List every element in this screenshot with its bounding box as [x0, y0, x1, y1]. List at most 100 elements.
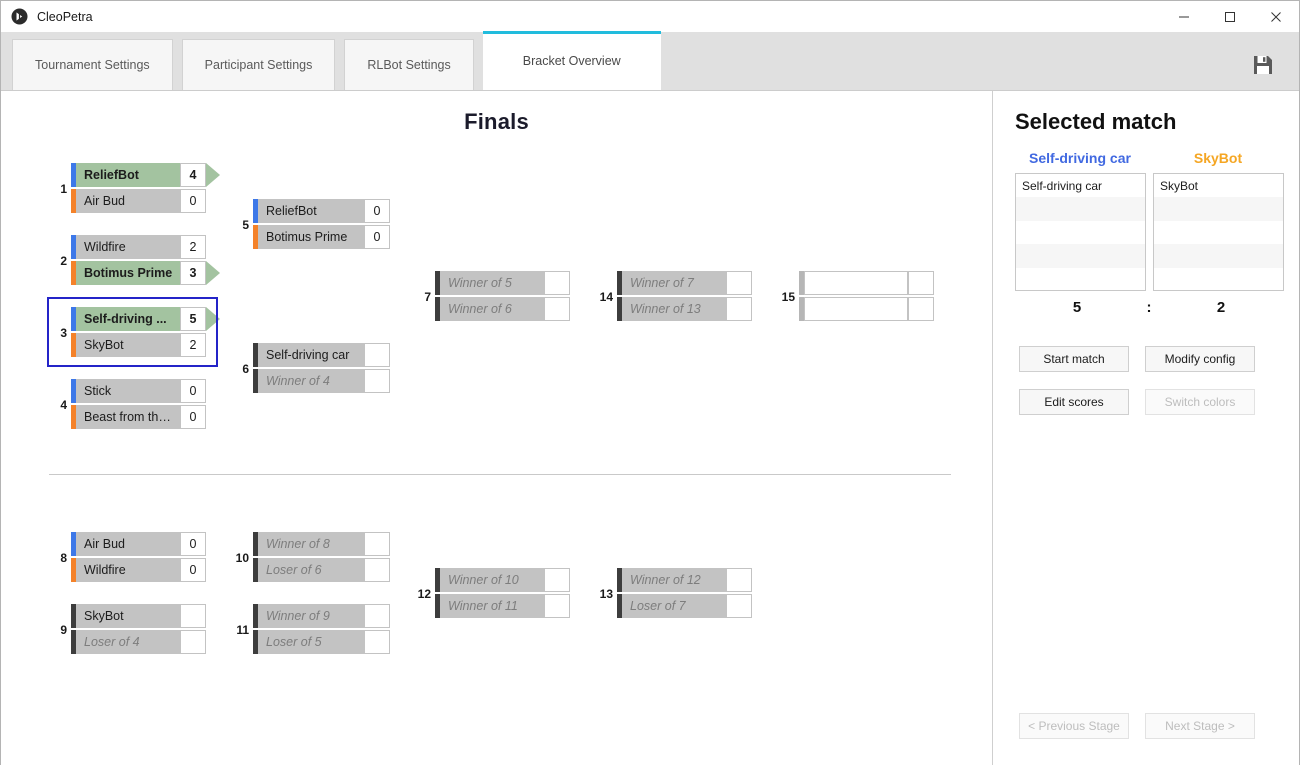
- match-row[interactable]: Loser of 7: [617, 594, 752, 618]
- participant-name: Winner of 11: [440, 594, 544, 618]
- match-row[interactable]: SkyBot: [71, 604, 206, 628]
- match-row[interactable]: Self-driving car: [253, 343, 390, 367]
- match-row[interactable]: Beast from th…0: [71, 405, 206, 429]
- participant-name: [804, 297, 908, 321]
- participant-score: 0: [180, 532, 206, 556]
- participant-score: [544, 594, 570, 618]
- button-label: Start match: [1043, 352, 1105, 366]
- team-color-bar: [435, 594, 440, 618]
- right-team-member-list[interactable]: SkyBot: [1153, 173, 1284, 291]
- match-row[interactable]: Winner of 12: [617, 568, 752, 592]
- window-controls: [1161, 1, 1299, 32]
- match-number: 7: [424, 290, 431, 304]
- team-color-bar: [435, 568, 440, 592]
- title-bar: CleoPetra: [1, 1, 1299, 32]
- match-row[interactable]: Winner of 9: [253, 604, 390, 628]
- left-team-member-row[interactable]: [1016, 268, 1145, 290]
- participant-name: SkyBot: [76, 333, 180, 357]
- start-match-button[interactable]: Start match: [1019, 346, 1129, 372]
- team-color-bar: [71, 307, 76, 331]
- match-row[interactable]: [799, 271, 934, 295]
- button-label: Next Stage >: [1165, 719, 1235, 733]
- tab-bracket-overview[interactable]: Bracket Overview: [482, 31, 661, 90]
- match-row[interactable]: Winner of 6: [435, 297, 570, 321]
- right-team-member-row[interactable]: [1154, 197, 1283, 221]
- modify-config-button[interactable]: Modify config: [1145, 346, 1255, 372]
- team-color-bar: [71, 333, 76, 357]
- team-color-bar: [253, 604, 258, 628]
- maximize-icon[interactable]: [1207, 1, 1253, 32]
- next-stage-button: Next Stage >: [1145, 713, 1255, 739]
- left-team-member-row[interactable]: [1016, 197, 1145, 221]
- match-row[interactable]: Loser of 6: [253, 558, 390, 582]
- match-row[interactable]: [799, 297, 934, 321]
- match-number: 4: [60, 398, 67, 412]
- match-row[interactable]: Winner of 5: [435, 271, 570, 295]
- tab-tournament-settings[interactable]: Tournament Settings: [12, 39, 173, 90]
- team-color-bar: [71, 235, 76, 259]
- match-row[interactable]: Loser of 5: [253, 630, 390, 654]
- tab-strip: Tournament Settings Participant Settings…: [1, 31, 1299, 91]
- participant-score: [364, 630, 390, 654]
- minimize-icon[interactable]: [1161, 1, 1207, 32]
- team-color-bar: [71, 604, 76, 628]
- button-label: < Previous Stage: [1028, 719, 1120, 733]
- left-team-member-list[interactable]: Self-driving car: [1015, 173, 1146, 291]
- switch-colors-button: Switch colors: [1145, 389, 1255, 415]
- match-number: 6: [242, 362, 249, 376]
- match-row[interactable]: Winner of 13: [617, 297, 752, 321]
- participant-name: ReliefBot: [258, 199, 364, 223]
- match-row[interactable]: Self-driving ...5: [71, 307, 220, 331]
- match-row[interactable]: Winner of 7: [617, 271, 752, 295]
- tab-rlbot-settings[interactable]: RLBot Settings: [344, 39, 474, 90]
- match-row[interactable]: Winner of 8: [253, 532, 390, 556]
- team-color-bar: [71, 261, 76, 285]
- tab-participant-settings[interactable]: Participant Settings: [181, 39, 336, 90]
- match-number: 5: [242, 218, 249, 232]
- previous-stage-button: < Previous Stage: [1019, 713, 1129, 739]
- left-team-member-row[interactable]: [1016, 244, 1145, 268]
- participant-name: Air Bud: [76, 189, 180, 213]
- match-number: 10: [235, 551, 249, 565]
- team-color-bar: [71, 558, 76, 582]
- team-color-bar: [617, 568, 622, 592]
- participant-name: Winner of 4: [258, 369, 364, 393]
- match-row[interactable]: Winner of 11: [435, 594, 570, 618]
- participant-score: 0: [180, 558, 206, 582]
- edit-scores-button[interactable]: Edit scores: [1019, 389, 1129, 415]
- left-team-member-row[interactable]: [1016, 221, 1145, 244]
- match-row[interactable]: Winner of 10: [435, 568, 570, 592]
- winner-arrow-icon: [206, 307, 220, 331]
- participant-name: Loser of 6: [258, 558, 364, 582]
- left-team-member-row[interactable]: Self-driving car: [1022, 178, 1103, 193]
- participant-score: [908, 271, 934, 295]
- right-team-member-row[interactable]: [1154, 244, 1283, 268]
- close-icon[interactable]: [1253, 1, 1299, 32]
- floppy-disk-save-icon[interactable]: [1249, 51, 1277, 79]
- right-team-member-row[interactable]: SkyBot: [1160, 178, 1199, 193]
- match-number: 9: [60, 623, 67, 637]
- team-color-bar: [71, 630, 76, 654]
- team-color-bar: [435, 271, 440, 295]
- right-team-member-row[interactable]: [1154, 221, 1283, 244]
- right-team-member-row[interactable]: [1154, 268, 1283, 290]
- match-row[interactable]: Loser of 4: [71, 630, 206, 654]
- match-row[interactable]: Winner of 4: [253, 369, 390, 393]
- tab-label: Participant Settings: [204, 58, 313, 72]
- participant-score: [364, 558, 390, 582]
- match-number: 14: [599, 290, 613, 304]
- participant-score: [364, 343, 390, 367]
